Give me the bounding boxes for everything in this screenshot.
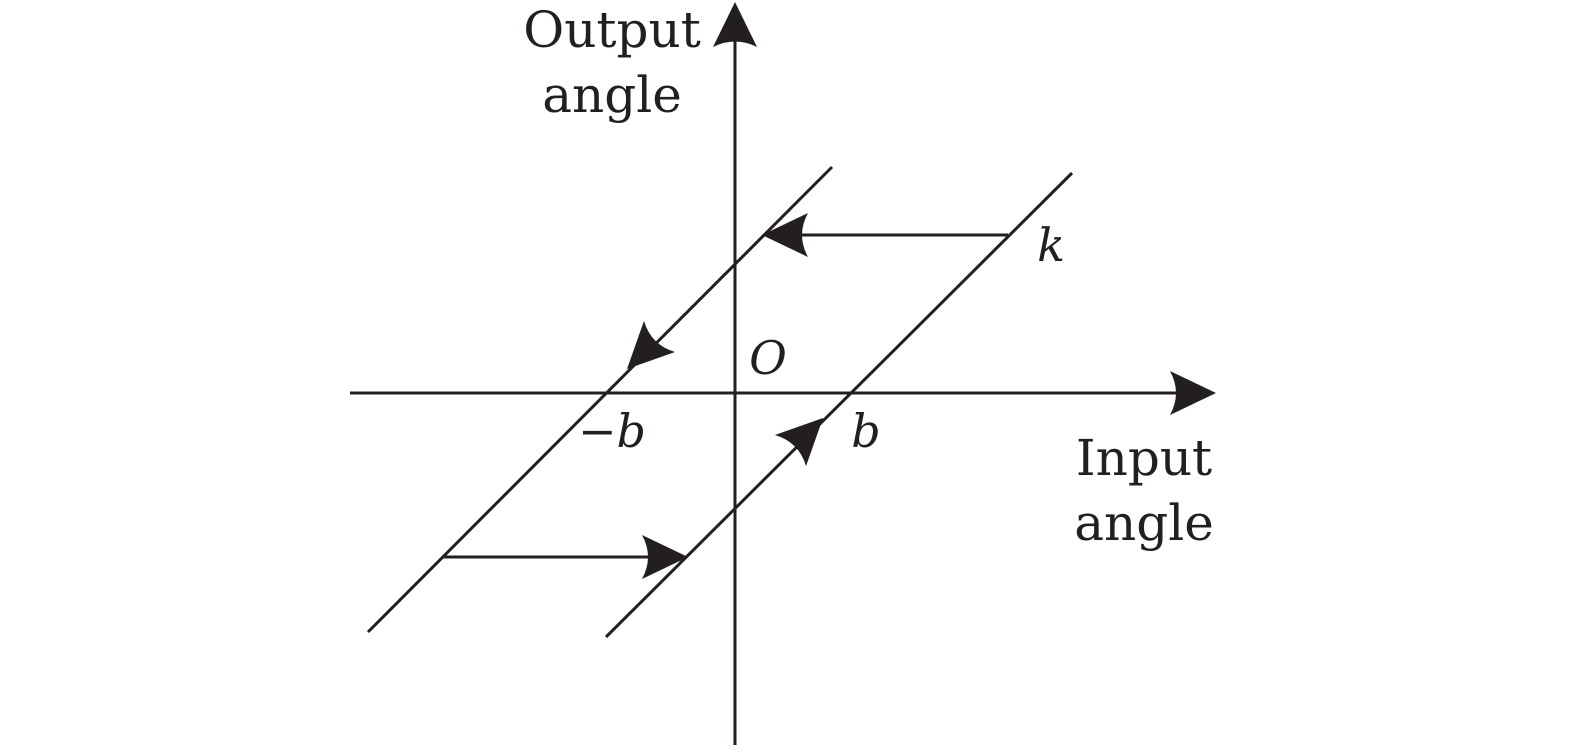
y-axis-arrowhead bbox=[713, 2, 757, 47]
k-label: k bbox=[1037, 218, 1065, 272]
left-backlash-line bbox=[366, 165, 834, 634]
y-axis-label-line1: Output bbox=[523, 1, 701, 59]
x-axis-label-line2: angle bbox=[1074, 494, 1214, 552]
upper-path-arrowhead bbox=[762, 213, 808, 257]
lower-path-arrowhead bbox=[642, 535, 688, 579]
left-line-down-arrowhead bbox=[627, 320, 676, 369]
right-backlash-line bbox=[604, 171, 1074, 639]
neg-b-label: −b bbox=[578, 404, 646, 458]
right-line-up-arrowhead bbox=[774, 418, 823, 467]
x-axis-label-line1: Input bbox=[1076, 429, 1212, 487]
b-label: b bbox=[851, 404, 880, 458]
y-axis-label-line2: angle bbox=[542, 66, 682, 124]
x-axis-arrowhead bbox=[1170, 371, 1216, 415]
origin-label: O bbox=[749, 331, 787, 385]
